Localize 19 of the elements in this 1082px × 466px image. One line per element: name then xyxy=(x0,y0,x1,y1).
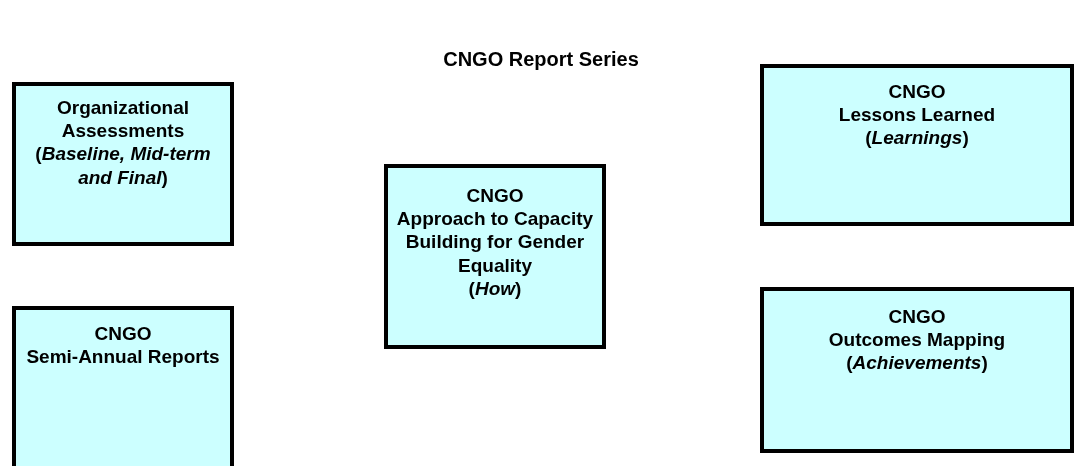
box-text: CNGO xyxy=(888,305,946,329)
box-text: (How) xyxy=(468,276,522,300)
report-box xyxy=(12,82,234,246)
box-text: Organizational Assessments xyxy=(56,96,190,143)
box-text: (Learnings) xyxy=(865,126,969,150)
box-text: (Achievements) xyxy=(846,351,988,375)
box-text: Lessons Learned xyxy=(838,103,996,127)
box-text: (Baseline, Mid-term and Final) xyxy=(34,142,212,189)
box-text: CNGO xyxy=(466,184,524,208)
report-box xyxy=(12,306,234,466)
diagram-title: CNGO Report Series xyxy=(442,48,640,71)
box-text: Semi-Annual Reports xyxy=(26,345,220,369)
box-text: CNGO xyxy=(888,80,946,104)
box-text: Approach to Capacity Building for Gender Equality xyxy=(395,207,595,277)
report-box xyxy=(384,164,606,349)
report-box xyxy=(760,287,1074,453)
report-box xyxy=(760,64,1074,226)
box-text: Outcomes Mapping xyxy=(828,328,1006,352)
box-text: CNGO xyxy=(94,322,152,346)
